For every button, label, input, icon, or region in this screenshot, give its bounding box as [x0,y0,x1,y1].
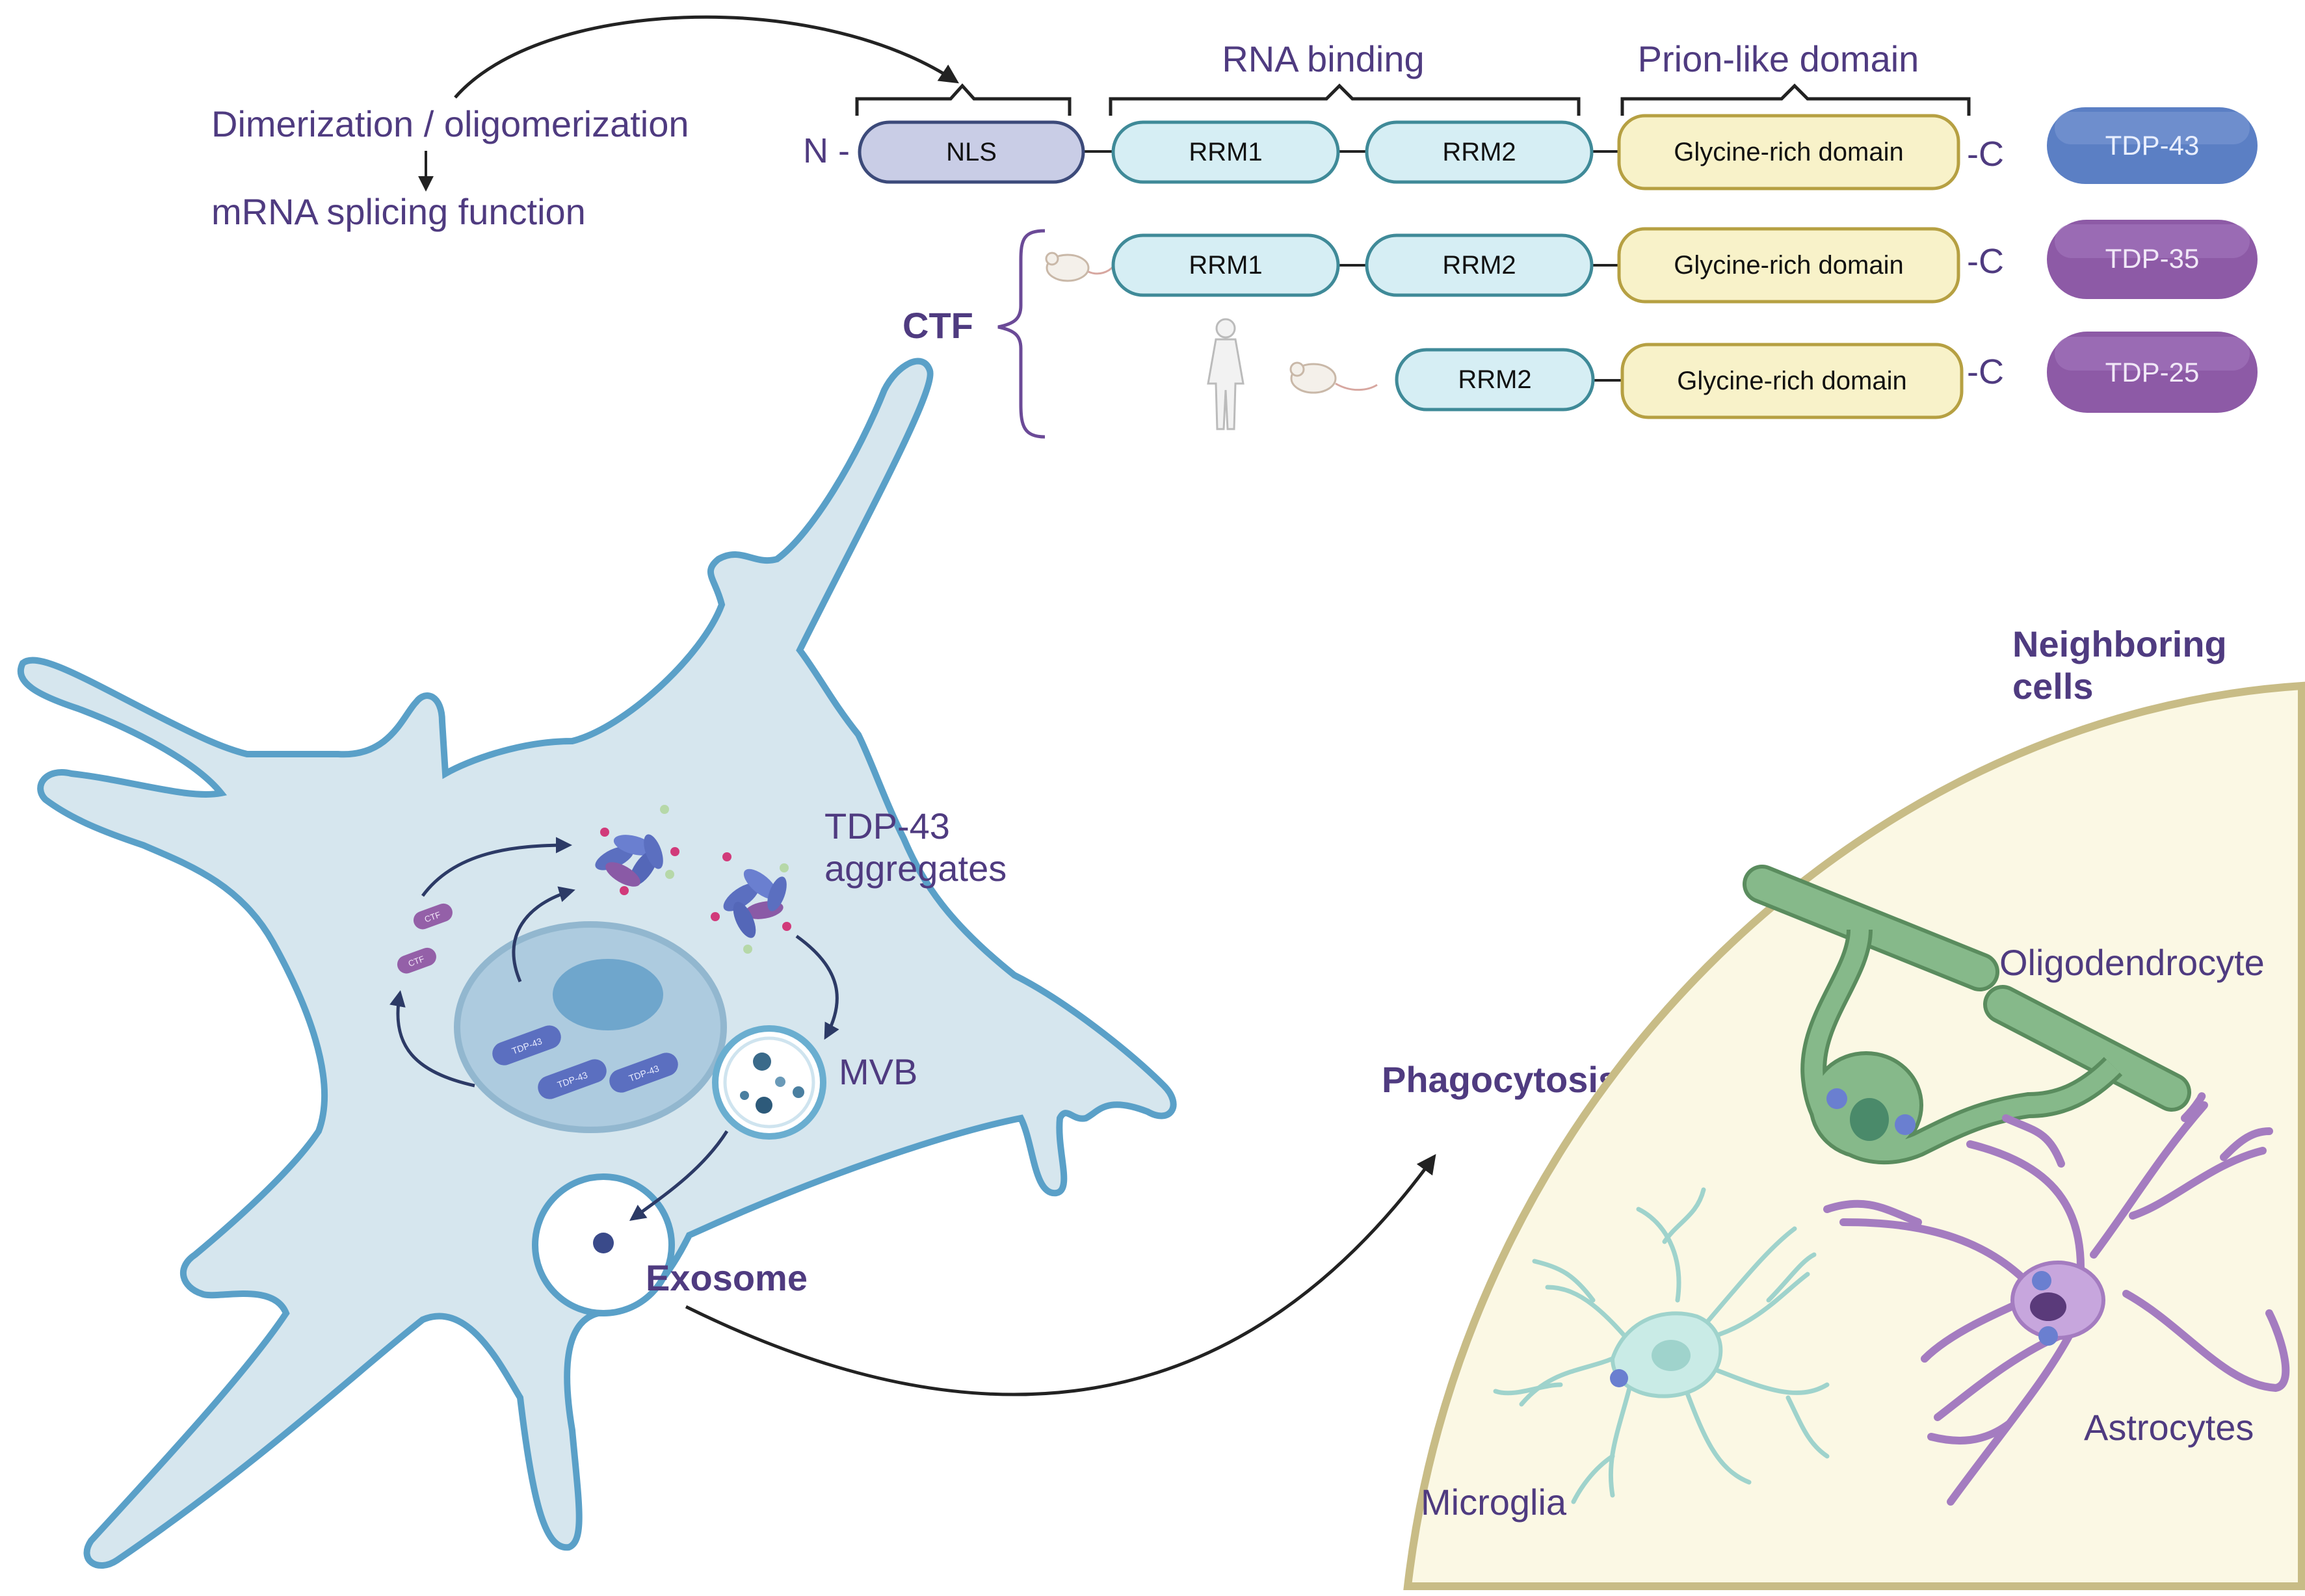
ctf-pill-2: CTF [397,947,436,974]
glycine-domain-ctf35 [1617,227,1960,304]
oligodendrocyte-label: Oligodendrocyte [1999,942,2265,983]
nucleolus [553,959,663,1030]
dimerization-label: Dimerization / oligomerization [211,103,689,144]
tdp43-pill-2: TDP-43 [538,1059,607,1099]
glycine-label: Glycine-rich domain [1674,138,1903,166]
tdp43-badge-label: TDP-43 [2105,130,2200,161]
glycine-label-ctf35: Glycine-rich domain [1674,251,1903,280]
rrm2-label-ctf25: RRM2 [1458,365,1531,394]
glycine-label-ctf25: Glycine-rich domain [1677,367,1906,395]
exosome-to-neighbors-arrow [685,1154,1436,1396]
arrow-ctf-to-aggregate [421,837,572,897]
c-terminus-label-35: -C [1967,242,2004,281]
rrm1-domain-ctf35 [1111,233,1340,297]
neighboring-title-line1: Neighboring [2012,623,2227,664]
astrocyte-nucleus [2030,1292,2066,1321]
arrow-nucleus-to-ctf [389,990,475,1088]
exosome-cargo [593,1233,614,1253]
rna-binding-label: RNA binding [1222,38,1424,79]
aggregates-label-line2: aggregates [824,848,1007,889]
phagocytosis-label: Phagocytosis [1382,1059,1618,1100]
tdp43-aggregate-2 [711,852,791,954]
nls-label: NLS [946,138,997,166]
tdp43-aggregate-1 [595,805,679,895]
mvb-label: MVB [839,1051,917,1092]
prion-brace [1620,83,1971,116]
glycine-domain [1617,114,1960,190]
rrm2-label-ctf35: RRM2 [1442,251,1516,280]
microglia-label: Microglia [1421,1482,1567,1523]
rrm1-label: RRM1 [1189,138,1262,166]
rrm2-domain-ctf25 [1395,348,1595,412]
oligodendrocyte-cell [1743,865,2191,1165]
mouse-icon-2 [1289,361,1378,394]
rrm1-label-ctf35: RRM1 [1189,251,1262,280]
rrm2-label: RRM2 [1442,138,1516,166]
tdp43-pill-1: TDP-43 [492,1025,561,1066]
arrow-nucleus-to-aggregate [512,886,575,982]
ctf-pill-1: CTF [413,903,453,930]
tdp25-badge-label: TDP-25 [2105,357,2200,387]
n-terminus-label: N - [803,131,850,170]
nls-brace [855,83,1072,116]
ctf-label: CTF [902,305,973,346]
glycine-domain-ctf25 [1620,343,1964,419]
mvb [712,1025,826,1140]
tdp35-badge-label: TDP-35 [2105,243,2200,274]
rrm1-domain [1111,120,1340,184]
astrocytes-label: Astrocytes [2084,1407,2254,1448]
prion-like-label: Prion-like domain [1638,38,1919,79]
neighboring-title-line2: cells [2012,666,2094,707]
rrm2-domain-ctf35 [1365,233,1594,297]
microglia-cell [1493,1187,1830,1504]
arrow-aggregate-to-mvb [795,934,839,1040]
c-terminus-label-25: -C [1967,352,2004,391]
arrow-mvb-to-exosome [629,1130,729,1221]
dimerization-curve-arrow [454,15,960,99]
rrm2-domain [1365,120,1594,184]
ctf-brace [997,229,1046,439]
human-icon [1207,318,1245,430]
splicing-label: mRNA splicing function [211,191,586,232]
microglia-nucleus [1652,1340,1691,1371]
rna-binding-brace [1109,83,1581,116]
mouse-icon [1045,252,1114,282]
c-terminus-label: -C [1967,135,2004,174]
tdp43-pill-3: TDP-43 [609,1053,678,1093]
exosome-label: Exosome [646,1257,808,1298]
nls-domain [858,120,1085,184]
aggregates-label-line1: TDP-43 [824,805,950,846]
